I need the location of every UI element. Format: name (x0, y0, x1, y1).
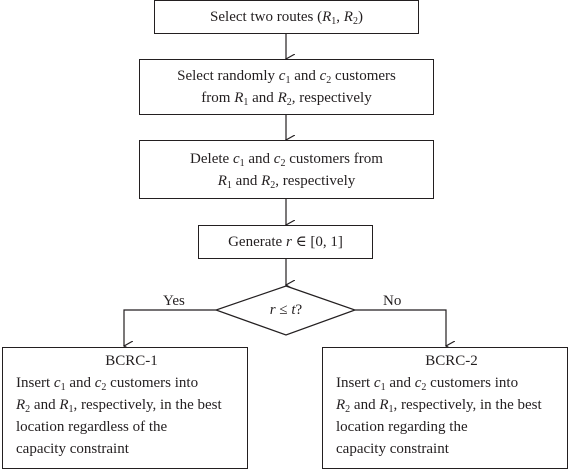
select-customers-box: Select randomly c1 and c2 customers from… (139, 59, 434, 115)
bcrc-2-box: BCRC-2 Insert c1 and c2 customers into R… (322, 347, 568, 469)
generate-r-text: Generate r ∈ [0, 1] (228, 234, 343, 250)
bcrc-1-line-3: location regardless of the (16, 419, 168, 435)
bcrc-2-line-1: Insert c1 and c2 customers into (336, 375, 519, 393)
bcrc-1-line-1: Insert c1 and c2 customers into (16, 375, 199, 393)
bcrc-2-line-2: R2 and R1, respectively, in the best (336, 397, 542, 415)
decision-diamond (214, 285, 357, 336)
bcrc-2-line-4: capacity constraint (336, 441, 449, 457)
generate-r-box: Generate r ∈ [0, 1] (198, 225, 373, 259)
select-customers-line-1: Select randomly c1 and c2 customers (177, 68, 396, 86)
delete-customers-box: Delete c1 and c2 customers from R1 and R… (139, 140, 434, 199)
bcrc-1-box: BCRC-1 Insert c1 and c2 customers into R… (2, 347, 248, 469)
no-label: No (383, 293, 402, 309)
yes-label: Yes (163, 293, 185, 309)
delete-customers-line-2: R1 and R2, respectively (217, 172, 356, 191)
bcrc-2-title: BCRC-2 (425, 353, 478, 369)
select-routes-text: Select two routes (R1, R2) (210, 9, 363, 27)
select-customers-line-2: from R1 and R2, respectively (201, 90, 372, 108)
select-routes-box: Select two routes (R1, R2) (154, 0, 419, 34)
arrow-yes-branch (124, 309, 216, 346)
bcrc-2-line-3: location regarding the (336, 419, 468, 435)
delete-customers-line-1: Delete c1 and c2 customers from (190, 150, 383, 169)
arrow-no-branch (355, 309, 446, 346)
bcrc-1-title: BCRC-1 (105, 353, 158, 369)
bcrc-1-line-4: capacity constraint (16, 441, 129, 457)
bcrc-1-line-2: R2 and R1, respectively, in the best (16, 397, 222, 415)
decision-text: r ≤ t? (269, 302, 303, 318)
